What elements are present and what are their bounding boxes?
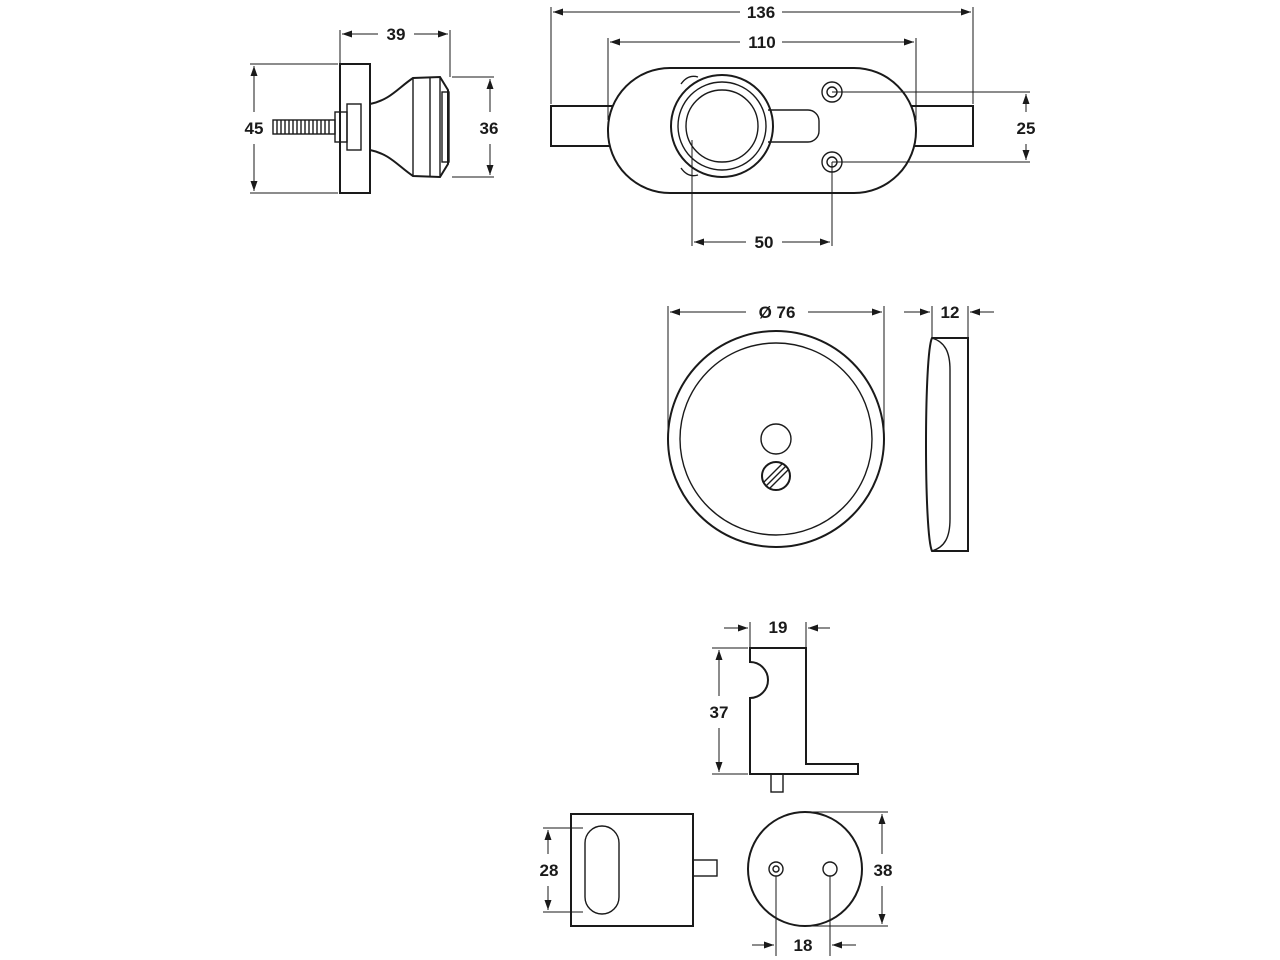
dim-keep-height: 37	[710, 703, 729, 722]
strike-block-view	[543, 813, 718, 927]
dim-rose-diameter: 38	[874, 861, 893, 880]
knob-rose-plate	[339, 63, 371, 194]
dim-plate-hole-pitch: 25	[1017, 119, 1036, 138]
knob-collar	[346, 103, 362, 151]
indicator-disc-profile	[925, 337, 969, 552]
rose-disc	[747, 811, 863, 927]
front-plate-view	[550, 7, 1030, 246]
slotted-screw-icon	[761, 461, 791, 491]
dim-plate-body: 110	[748, 33, 775, 52]
dimension-labels: 39 45 36 136 110 25 50 Ø 76 12 19 37 28 …	[245, 3, 1036, 955]
keep-side-view	[712, 622, 859, 793]
threaded-spindle	[272, 119, 336, 135]
dim-rose-hole-pitch: 18	[794, 936, 813, 955]
strike-slot	[584, 825, 620, 915]
rose-hole-right	[822, 861, 838, 877]
strike-block-pin	[692, 859, 718, 877]
knob-side-view	[250, 30, 494, 194]
rose-hole-left	[768, 861, 784, 877]
bolt-slot	[768, 109, 820, 143]
dim-plate-overall: 136	[747, 3, 775, 22]
knob-body	[369, 75, 449, 179]
oblong-plate	[607, 67, 917, 194]
dim-spindle-to-hole: 50	[755, 233, 774, 252]
dim-knob-depth: 39	[387, 25, 406, 44]
spindle-hole	[685, 89, 759, 163]
indicator-disc-outer	[667, 330, 885, 548]
indicator-window	[760, 423, 792, 455]
dim-indicator-thickness: 12	[941, 303, 960, 322]
dim-knob-face-height: 36	[480, 119, 499, 138]
indicator-disc-view	[667, 306, 969, 552]
dimension-lines	[250, 8, 1030, 949]
spindle-boss-outer	[670, 74, 774, 178]
dim-indicator-diameter: Ø 76	[759, 303, 796, 322]
dim-keep-width: 19	[769, 618, 788, 637]
indicator-disc-inner	[679, 342, 873, 536]
dim-knob-rose-height: 45	[245, 119, 264, 138]
dim-block-height: 28	[540, 861, 559, 880]
keep-pin	[770, 773, 784, 793]
keep-bracket	[749, 647, 859, 775]
rose-view	[747, 811, 888, 956]
spindle-boss-ring	[677, 81, 767, 171]
